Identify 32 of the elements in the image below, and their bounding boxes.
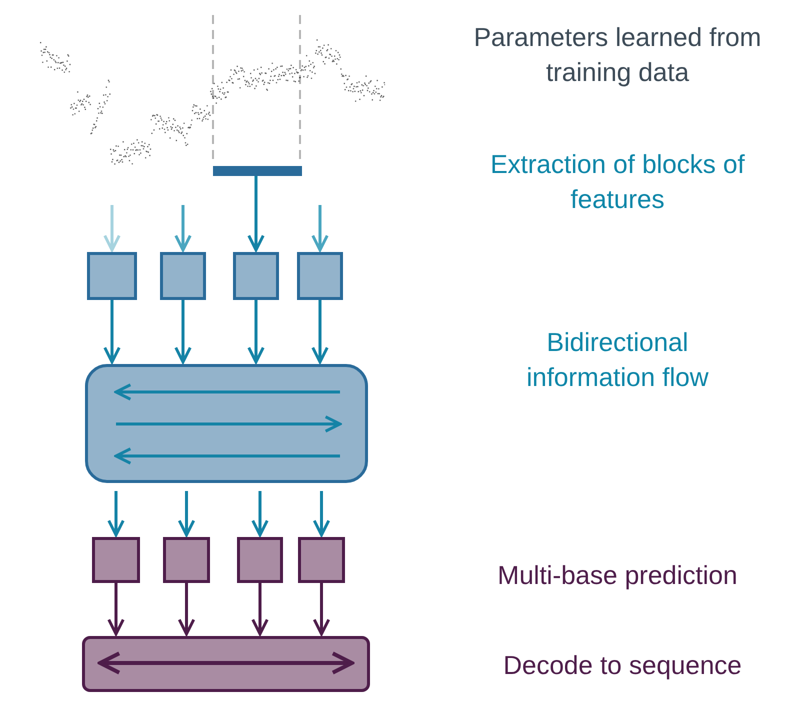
arrow — [107, 583, 125, 636]
arrow — [311, 205, 329, 252]
arrow — [174, 300, 192, 364]
step-description: Decode to sequence — [502, 649, 743, 682]
arrow — [247, 176, 265, 252]
step-description: Parameters learned from training data — [472, 21, 762, 89]
step-description: Multi-base prediction — [496, 559, 738, 592]
step-description: Bidirectional information flow — [525, 326, 710, 394]
block-box — [298, 537, 345, 583]
recurrent-layer-box — [85, 364, 368, 483]
window-bar — [213, 166, 302, 176]
step-description: Extraction of blocks of features — [489, 148, 746, 216]
arrow — [174, 205, 192, 252]
block-box — [297, 252, 343, 300]
arrow — [312, 583, 330, 636]
block-box — [92, 537, 140, 583]
arrow — [312, 491, 330, 536]
arrow — [311, 300, 329, 364]
block-box — [237, 537, 283, 583]
arrow — [251, 583, 269, 636]
arrow — [107, 491, 125, 536]
decode-box — [82, 636, 370, 692]
block-box — [160, 252, 206, 300]
block-box — [233, 252, 279, 300]
arrow — [103, 205, 121, 252]
arrow — [178, 583, 196, 636]
block-box — [163, 537, 210, 583]
arrow — [178, 491, 196, 536]
arrow — [247, 300, 265, 364]
block-box — [87, 252, 137, 300]
arrow — [103, 300, 121, 364]
arrow — [251, 491, 269, 536]
